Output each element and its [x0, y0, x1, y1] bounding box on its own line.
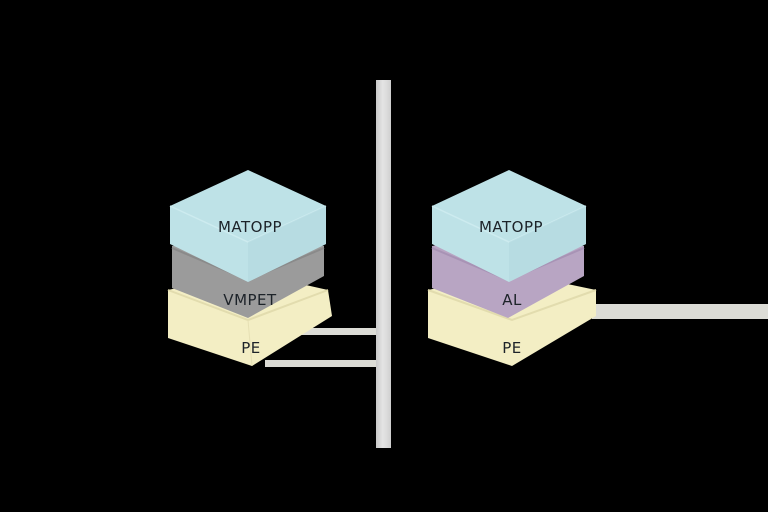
layer-matopp	[431, 170, 587, 282]
layer-label: VMPET	[223, 291, 277, 309]
layer-matopp	[168, 170, 328, 282]
layer-label: MATOPP	[217, 218, 283, 236]
layer-label: MATOPP	[478, 218, 544, 236]
background-strip	[265, 360, 377, 367]
layer-label: PE	[241, 339, 261, 357]
background-strip	[592, 304, 768, 319]
background-strip	[287, 328, 377, 335]
vertical-divider	[376, 80, 391, 448]
layer-label: PE	[502, 339, 522, 357]
layer-label: AL	[502, 291, 522, 309]
